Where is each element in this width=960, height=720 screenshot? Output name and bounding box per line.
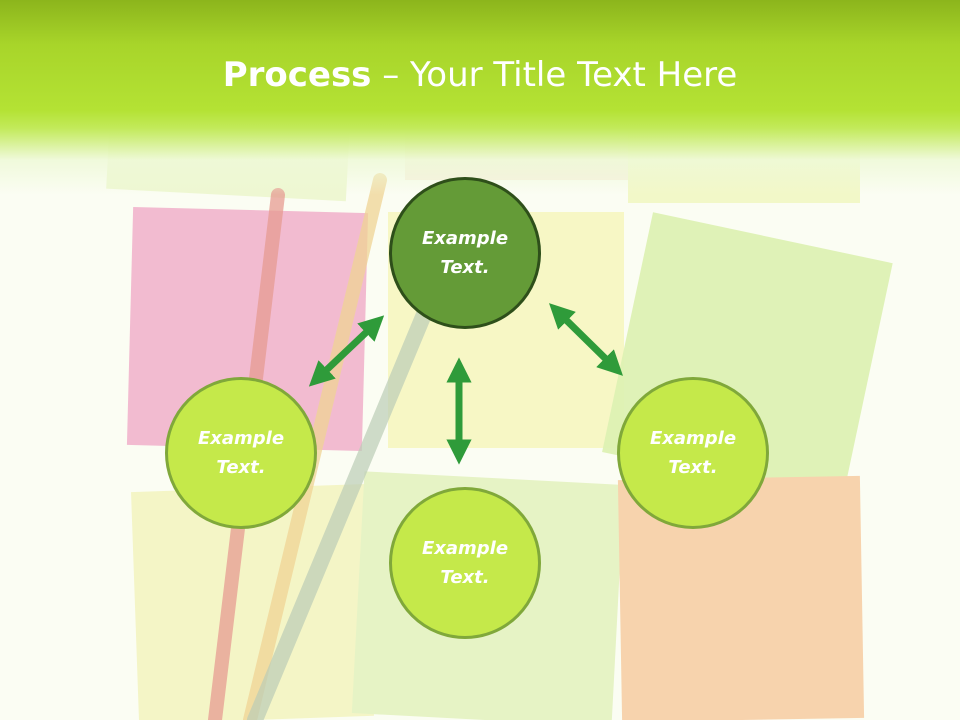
- title-header-band: [0, 0, 960, 200]
- node-text-line2: Text.: [668, 457, 718, 478]
- node-text-line1: Example: [421, 228, 509, 249]
- process-node-right: Example Text.: [617, 377, 769, 529]
- title-rest: – Your Title Text Here: [371, 55, 738, 95]
- node-text-line2: Text.: [440, 567, 490, 588]
- node-text-line2: Text.: [216, 457, 266, 478]
- process-node-bottom: Example Text.: [389, 487, 541, 639]
- title-bold: Process: [222, 55, 372, 95]
- node-text-line1: Example: [649, 428, 737, 449]
- node-text-line1: Example: [421, 538, 509, 559]
- slide-title: Process – Your Title Text Here: [0, 53, 960, 97]
- arrow-top-right: [549, 303, 623, 376]
- process-node-center: Example Text.: [389, 177, 541, 329]
- process-node-left: Example Text.: [165, 377, 317, 529]
- node-text-line1: Example: [197, 428, 285, 449]
- arrow-top-left: [308, 315, 385, 387]
- node-text-line2: Text.: [440, 257, 490, 278]
